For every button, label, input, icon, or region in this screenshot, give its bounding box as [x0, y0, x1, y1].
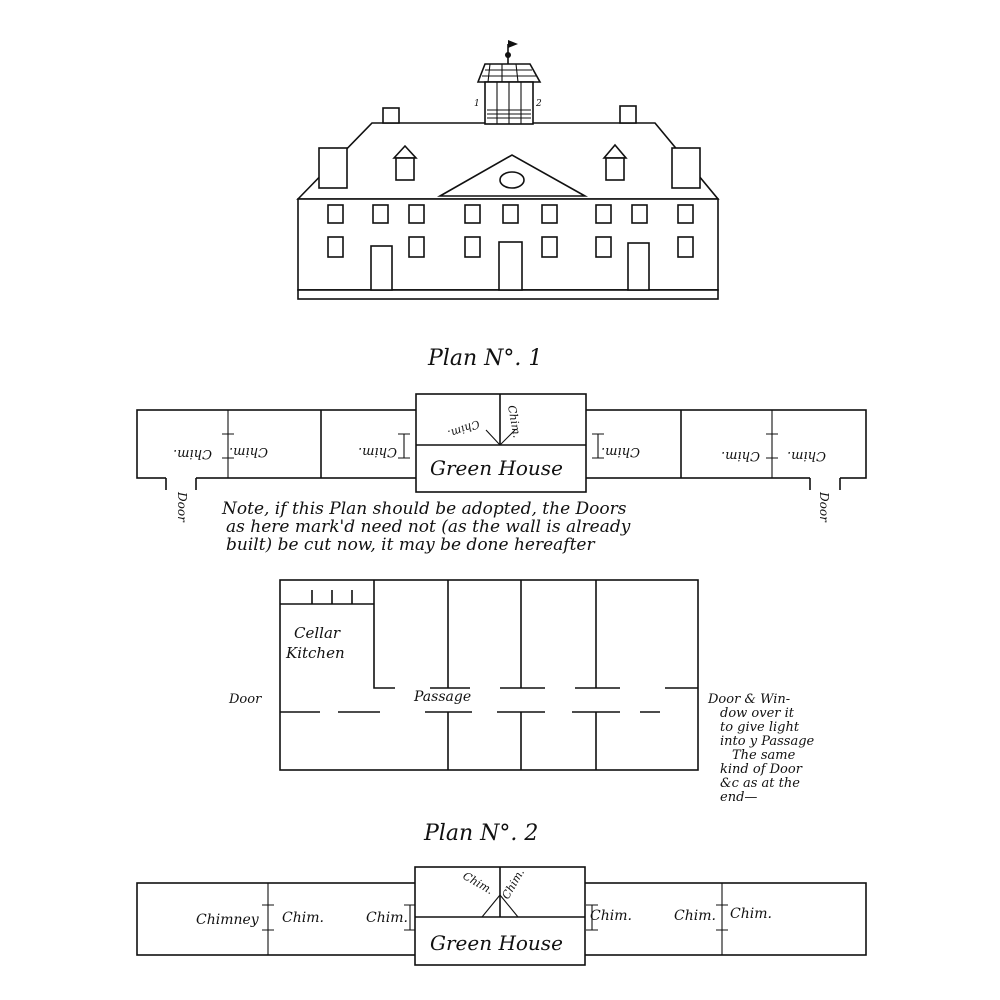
middle-plan-outline — [279, 579, 699, 771]
note-line-2: as here mark'd need not (as the wall is … — [226, 517, 631, 537]
cupola-mark-left: 1 — [474, 99, 480, 109]
cellar-label: Cellar — [294, 624, 341, 642]
right-note-line-8: end— — [720, 790, 757, 805]
right-note-line-2: dow over it — [720, 706, 795, 721]
plan-1-title: Plan N°. 1 — [427, 346, 542, 371]
plan-2-green-house-label: Green House — [430, 931, 563, 955]
plan-2-chimney-marks — [262, 883, 728, 955]
note-line-1: Note, if this Plan should be adopted, th… — [221, 499, 627, 519]
upper-windows — [327, 204, 694, 224]
plan-1-green-house-label: Green House — [430, 456, 563, 480]
plan-1-door-right: Door — [817, 491, 831, 523]
plan-2-label-chim-4: Chim. — [674, 908, 716, 924]
oculus-window — [499, 171, 525, 189]
plan-1-chim-label-6: Chim. — [787, 448, 826, 463]
plan-1-note: Note, if this Plan should be adopted, th… — [221, 499, 631, 555]
plan-1-center-label-2: Chim. — [505, 404, 524, 439]
plan-1-chim-label-1: Chim. — [173, 446, 212, 461]
middle-plan: Cellar Kitchen Passage Door — [228, 579, 699, 771]
right-note-line-5: The same — [732, 748, 796, 763]
right-dormer — [602, 143, 628, 181]
right-wing-roof — [671, 147, 701, 189]
middle-plan-right-note: Door & Win- dow over it to give light in… — [707, 692, 815, 805]
plan-1: Green House Chim. Chim. Chim. Chim. Chim… — [136, 393, 867, 523]
cupola: 1 2 — [474, 40, 542, 125]
cupola-mark-right: 2 — [535, 99, 542, 109]
plan-1-door-left: Door — [175, 491, 189, 523]
foundation-plinth — [297, 289, 719, 300]
plan-2: Green House Chim. Chim. Chimney Chim. Ch… — [136, 866, 867, 966]
note-line-3: built) be cut now, it may be done hereaf… — [226, 535, 595, 555]
passage-label: Passage — [413, 689, 471, 705]
right-note-line-6: kind of Door — [720, 762, 803, 777]
building-elevation: 1 2 — [296, 40, 720, 300]
left-wing-roof — [318, 147, 348, 189]
facade-doors — [370, 241, 650, 291]
plan-2-title: Plan N°. 2 — [423, 821, 538, 846]
lower-windows — [327, 236, 694, 258]
right-note-line-4: into y Passage — [720, 734, 815, 749]
left-dormer — [392, 144, 418, 181]
middle-door-left: Door — [228, 692, 262, 707]
kitchen-label: Kitchen — [285, 644, 345, 662]
right-note-line-1: Door & Win- — [707, 692, 790, 707]
plan-1-chim-label-5: Chim. — [721, 448, 760, 463]
passage-walls — [280, 687, 698, 713]
plan-1-chimney-marks — [222, 410, 778, 478]
plan-1-green-house — [415, 393, 587, 493]
plan-2-label-chim-3: Chim. — [590, 908, 632, 924]
right-note-line-7: &c as at the — [720, 776, 800, 791]
plan-1-chim-label-2: Chim. — [229, 444, 268, 459]
plan-2-label-chimney: Chimney — [196, 912, 260, 928]
plan-2-label-chim-5: Chim. — [730, 906, 772, 922]
plan-1-chim-label-3: Chim. — [358, 444, 397, 459]
left-chimney — [382, 107, 400, 124]
plan-1-chim-label-4: Chim. — [601, 444, 640, 459]
plan-2-label-chim-2: Chim. — [366, 910, 408, 926]
right-chimney — [619, 105, 637, 124]
plan-2-label-chim-1: Chim. — [282, 910, 324, 926]
right-note-line-3: to give light — [720, 720, 800, 735]
